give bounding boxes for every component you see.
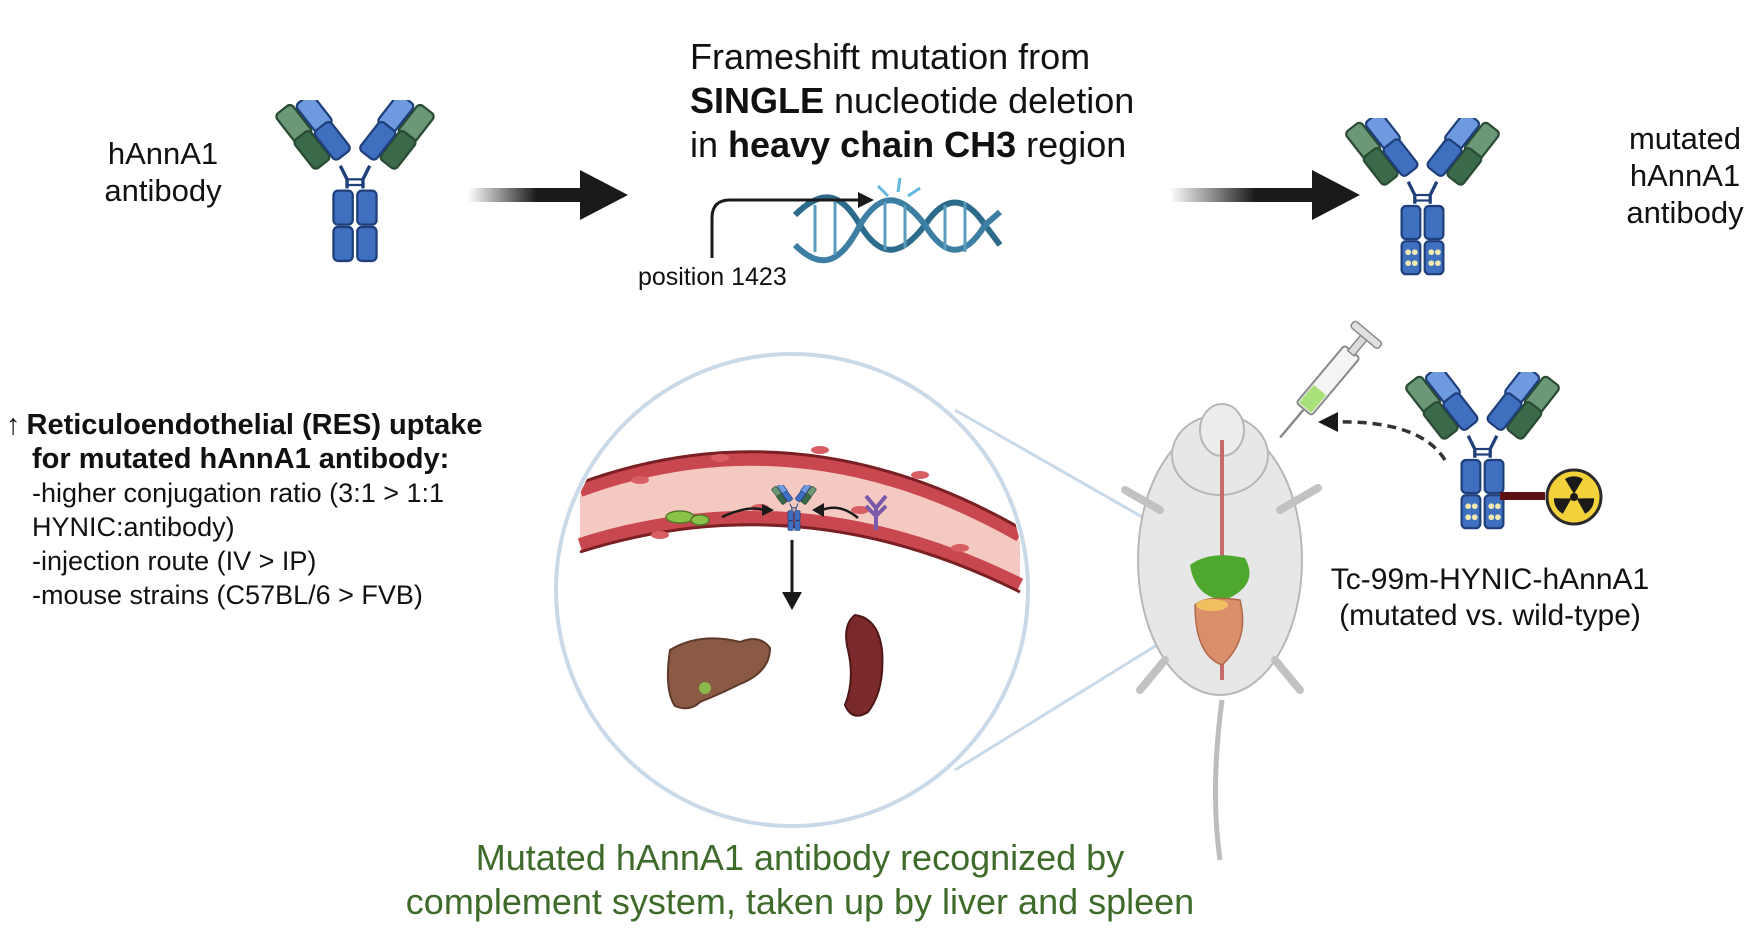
footer-caption: Mutated hAnnA1 antibody recognized by co… (300, 836, 1300, 924)
radiation-icon (1545, 468, 1603, 526)
up-arrow-icon: ↑ (6, 409, 21, 441)
wildtype-antibody-icon (272, 100, 438, 263)
footer-line-2: complement system, taken up by liver and… (405, 881, 1195, 922)
label-line: antibody (1626, 195, 1744, 230)
arrow-to-mutated-antibody (1170, 170, 1360, 220)
mutated-antibody-icon (1342, 118, 1503, 276)
frameshift-label: Frameshift mutation from SINGLE nucleoti… (690, 35, 1134, 167)
res-item: HYNIC:antibody) (32, 512, 235, 542)
complement-protein-icon (665, 510, 710, 526)
frameshift-line-2: SINGLE nucleotide deletion (690, 79, 1134, 123)
frameshift-bold-single: SINGLE (690, 80, 825, 121)
res-item: -higher conjugation ratio (3:1 > 1:1 (32, 478, 445, 508)
dashed-arrow (1318, 412, 1447, 461)
tracer-label: Tc-99m-HYNIC-hAnnA1 (mutated vs. wild-ty… (1320, 562, 1660, 634)
zoom-lines (954, 408, 1166, 772)
res-uptake-block: ↑Reticuloendothelial (RES) uptake for mu… (6, 408, 483, 612)
frameshift-line-1: Frameshift mutation from (690, 36, 1091, 77)
zoom-circle (554, 352, 1030, 828)
spleen-icon (843, 613, 884, 717)
tracer-line-1: Tc-99m-HYNIC-hAnnA1 (1330, 563, 1650, 596)
tracer-line-2: (mutated vs. wild-type) (1339, 599, 1641, 632)
mouse-icon (1121, 403, 1322, 861)
liver-icon (666, 637, 772, 710)
arrow-to-mutation (468, 170, 628, 220)
dna-helix-icon (792, 177, 1003, 264)
label-line: mutated (1628, 121, 1741, 156)
position-arrow (710, 192, 874, 258)
res-item: -mouse strains (C57BL/6 > FVB) (32, 580, 423, 610)
res-title-line-1: ↑Reticuloendothelial (RES) uptake (6, 408, 483, 442)
syringe-icon (1279, 320, 1383, 439)
label-line: hAnnA1 (1629, 158, 1741, 193)
antibody-left-label: hAnnA1 antibody (88, 135, 238, 209)
frameshift-bold-region: heavy chain CH3 (728, 124, 1017, 165)
frameshift-line-3-pre: in (690, 124, 729, 165)
res-title-text: Reticuloendothelial (RES) uptake (26, 409, 483, 441)
res-item: -injection route (IV > IP) (32, 546, 317, 576)
frameshift-line-2-rest: nucleotide deletion (824, 80, 1135, 121)
labeled-antibody-icon (1402, 372, 1563, 530)
position-label: position 1423 (638, 263, 787, 291)
label-line: hAnnA1 (107, 136, 219, 171)
antibody-right-label: mutated hAnnA1 antibody (1610, 120, 1760, 231)
footer-line-1: Mutated hAnnA1 antibody recognized by (475, 837, 1125, 878)
res-title-line-2: for mutated hAnnA1 antibody: (32, 443, 450, 475)
receptor-icon (864, 494, 888, 530)
frameshift-line-3-rest: region (1016, 124, 1127, 165)
frameshift-line-3: in heavy chain CH3 region (690, 123, 1134, 167)
label-line: antibody (104, 173, 222, 209)
